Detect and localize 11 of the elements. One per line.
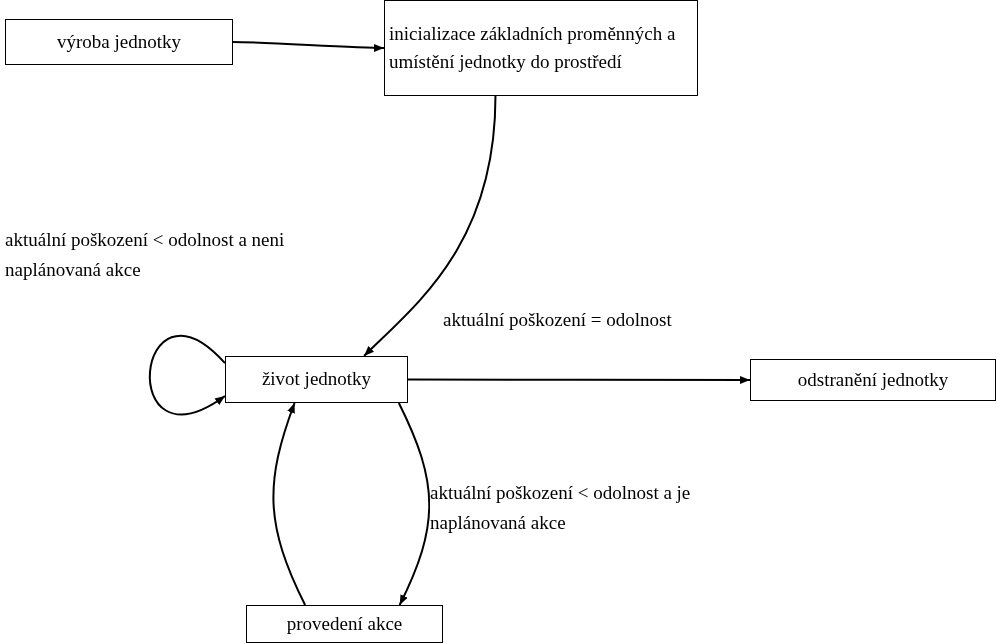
arrow <box>397 402 431 606</box>
process-box: život jednotky <box>225 356 408 403</box>
arrow <box>232 41 385 52</box>
process-box: provedení akce <box>246 605 443 643</box>
arrow <box>407 376 751 384</box>
arrow <box>272 402 307 606</box>
process-box: výroba jednotky <box>5 19 233 65</box>
arrow <box>149 335 226 416</box>
arrow <box>363 95 497 357</box>
process-box: inicializace základních proměnných a umístění jednotky do prostředí <box>384 0 698 96</box>
process-box: odstranění jednotky <box>750 359 996 401</box>
